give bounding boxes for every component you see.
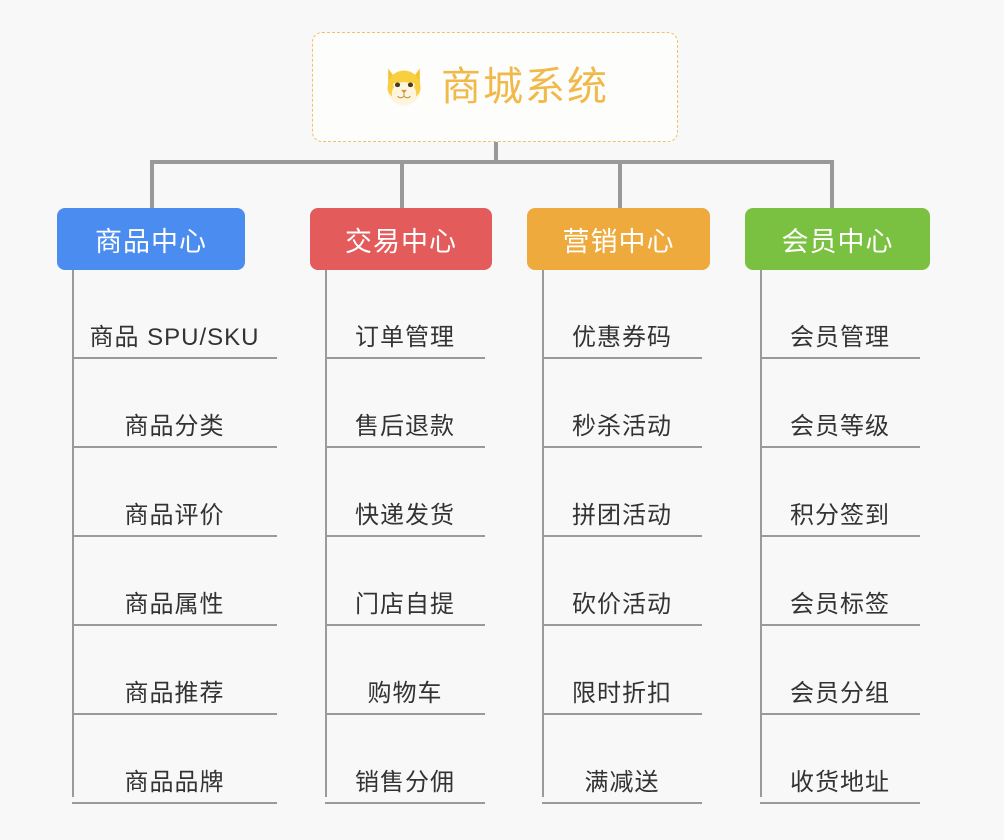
root-node[interactable]: 商城系统 (312, 32, 678, 142)
leaf-label: 商品推荐 (124, 679, 225, 707)
leaf-item[interactable]: 售后退款 (325, 359, 485, 448)
branch-product-center: 商品中心 商品 SPU/SKU 商品分类 商品评价 商品属性 商品推荐 商品品牌 (57, 208, 277, 804)
branch-items-marketing-center: 优惠券码 秒杀活动 拼团活动 砍价活动 限时折扣 满减送 (527, 270, 710, 804)
leaf-label: 购物车 (367, 679, 443, 707)
branch-header-label: 交易中心 (345, 226, 457, 257)
leaf-item[interactable]: 优惠券码 (542, 270, 702, 359)
leaf-label: 商品分类 (124, 412, 225, 440)
leaf-label: 商品属性 (124, 590, 225, 618)
leaf-label: 商品品牌 (124, 768, 225, 796)
branch-member-center: 会员中心 会员管理 会员等级 积分签到 会员标签 会员分组 收货地址 (745, 208, 930, 804)
leaf-item[interactable]: 门店自提 (325, 537, 485, 626)
leaf-label: 会员标签 (790, 590, 890, 618)
leaf-label: 收货地址 (790, 768, 890, 796)
leaf-item[interactable]: 会员管理 (760, 270, 920, 359)
branch-items-product-center: 商品 SPU/SKU 商品分类 商品评价 商品属性 商品推荐 商品品牌 (57, 270, 277, 804)
leaf-item[interactable]: 满减送 (542, 715, 702, 804)
connector-drop-1 (150, 160, 154, 208)
leaf-label: 快递发货 (355, 501, 455, 529)
leaf-item[interactable]: 商品属性 (72, 537, 277, 626)
leaf-label: 会员分组 (790, 679, 890, 707)
leaf-item[interactable]: 会员标签 (760, 537, 920, 626)
leaf-label: 会员等级 (790, 412, 890, 440)
shiba-dog-face-icon (387, 68, 421, 106)
leaf-item[interactable]: 积分签到 (760, 448, 920, 537)
leaf-label: 订单管理 (355, 323, 455, 351)
leaf-label: 秒杀活动 (572, 412, 672, 440)
leaf-label: 优惠券码 (572, 323, 672, 351)
leaf-item[interactable]: 快递发货 (325, 448, 485, 537)
leaf-label: 砍价活动 (572, 590, 672, 618)
branch-spine (72, 270, 74, 797)
leaf-item[interactable]: 销售分佣 (325, 715, 485, 804)
leaf-item[interactable]: 拼团活动 (542, 448, 702, 537)
leaf-item[interactable]: 限时折扣 (542, 626, 702, 715)
leaf-item[interactable]: 订单管理 (325, 270, 485, 359)
leaf-label: 限时折扣 (572, 679, 672, 707)
leaf-item[interactable]: 会员分组 (760, 626, 920, 715)
branch-items-member-center: 会员管理 会员等级 积分签到 会员标签 会员分组 收货地址 (745, 270, 930, 804)
branch-spine (325, 270, 327, 797)
leaf-item[interactable]: 商品品牌 (72, 715, 277, 804)
branch-header-trade-center[interactable]: 交易中心 (310, 208, 492, 270)
leaf-label: 拼团活动 (572, 501, 672, 529)
branch-header-label: 商品中心 (95, 226, 207, 257)
branch-header-label: 营销中心 (562, 226, 675, 257)
leaf-item[interactable]: 商品 SPU/SKU (72, 270, 277, 359)
leaf-item[interactable]: 商品评价 (72, 448, 277, 537)
leaf-item[interactable]: 商品分类 (72, 359, 277, 448)
leaf-label: 门店自提 (355, 590, 455, 618)
leaf-item[interactable]: 秒杀活动 (542, 359, 702, 448)
leaf-label: 售后退款 (355, 412, 455, 440)
leaf-item[interactable]: 收货地址 (760, 715, 920, 804)
leaf-label: 积分签到 (790, 501, 890, 529)
leaf-label: 商品评价 (124, 501, 225, 529)
leaf-label: 满减送 (584, 768, 660, 796)
leaf-item[interactable]: 砍价活动 (542, 537, 702, 626)
branch-marketing-center: 营销中心 优惠券码 秒杀活动 拼团活动 砍价活动 限时折扣 满减送 (527, 208, 710, 804)
leaf-label: 会员管理 (790, 323, 890, 351)
connector-drop-2 (400, 160, 404, 208)
branch-header-label: 会员中心 (781, 226, 894, 257)
leaf-label: 销售分佣 (355, 768, 455, 796)
root-title: 商城系统 (441, 65, 609, 109)
branch-header-product-center[interactable]: 商品中心 (57, 208, 245, 270)
leaf-item[interactable]: 商品推荐 (72, 626, 277, 715)
branch-header-marketing-center[interactable]: 营销中心 (527, 208, 710, 270)
leaf-label: 商品 SPU/SKU (89, 323, 260, 351)
connector-drop-4 (830, 160, 834, 208)
branch-header-member-center[interactable]: 会员中心 (745, 208, 930, 270)
branch-spine (760, 270, 762, 797)
leaf-item[interactable]: 会员等级 (760, 359, 920, 448)
connector-root-vertical (494, 142, 498, 164)
branch-spine (542, 270, 544, 797)
connector-horizontal-bar (150, 160, 834, 164)
connector-drop-3 (618, 160, 622, 208)
leaf-item[interactable]: 购物车 (325, 626, 485, 715)
branch-trade-center: 交易中心 订单管理 售后退款 快递发货 门店自提 购物车 销售分佣 (310, 208, 492, 804)
branch-items-trade-center: 订单管理 售后退款 快递发货 门店自提 购物车 销售分佣 (310, 270, 492, 804)
